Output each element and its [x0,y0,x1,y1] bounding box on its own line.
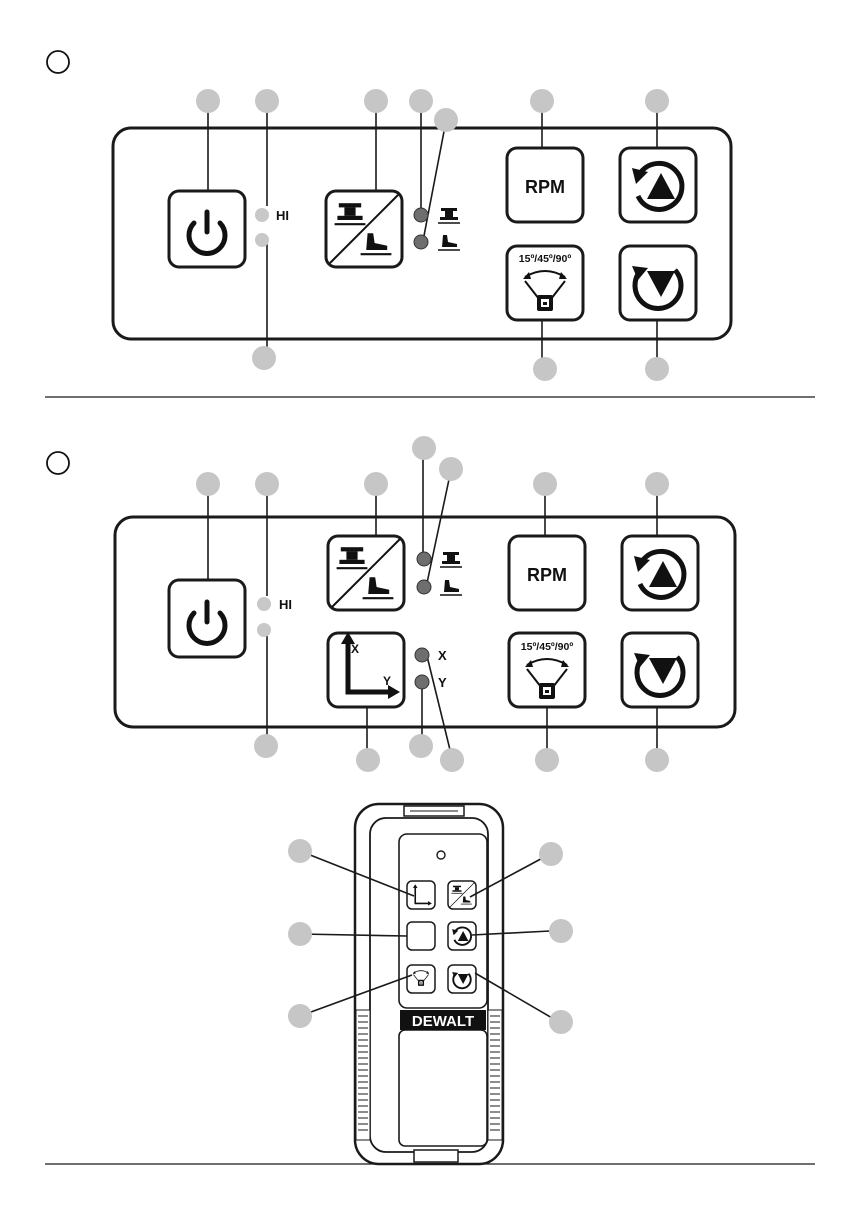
axis-x-label: X [351,642,359,656]
led-hi-b [257,597,271,611]
remote-rotate-down-button[interactable] [448,965,476,993]
rotate-up-button-a[interactable] [620,148,696,222]
scan-angle-button-a[interactable]: 15º/45º/90º [507,246,583,320]
led-power-b [257,623,271,637]
remote-rpm-button[interactable] [407,922,435,950]
figure-a-marker [47,51,69,73]
hi-label-b: HI [279,597,292,612]
figure-a: HI RPM 15º/45º/90º [47,51,731,381]
rpm-label-a: RPM [525,177,565,197]
led-y-label: Y [438,675,447,690]
brand-logo: DEWALT [400,1010,486,1030]
led-y-axis [415,675,429,689]
figure-b-marker [47,452,69,474]
led-grade-tilt-a [414,235,428,249]
angle-label-b: 15º/45º/90º [521,641,574,653]
rotate-up-button-b[interactable] [622,536,698,610]
grip-ribs-right [488,1010,502,1140]
rpm-button-a[interactable]: RPM [507,148,583,222]
remote-control: DEWALT [288,804,573,1164]
rpm-label-b: RPM [527,565,567,585]
led-hi-a [255,208,269,222]
angle-label-a: 15º/45º/90º [519,253,572,265]
led-x-axis [415,648,429,662]
led-grade-up-a [414,208,428,222]
grip-ribs-left [356,1010,370,1140]
led-grade-up-b [417,552,431,566]
hi-label-a: HI [276,208,289,223]
rpm-button-b[interactable]: RPM [509,536,585,610]
axis-y-label: Y [383,674,391,688]
led-x-label: X [438,648,447,663]
power-button-a[interactable] [169,191,245,267]
power-button-b[interactable] [169,580,245,657]
remote-rotate-up-button[interactable] [448,922,476,950]
led-grade-tilt-b [417,580,431,594]
rotate-down-button-b[interactable] [622,633,698,707]
grade-mode-button-b[interactable] [328,536,404,610]
grade-mode-button-a[interactable] [326,191,402,267]
scan-angle-button-b[interactable]: 15º/45º/90º [509,633,585,707]
figure-b: HI X Y X Y RPM 15º/45º/90º [47,436,735,772]
remote-scan-angle-button[interactable] [407,965,435,993]
rotate-down-button-a[interactable] [620,246,696,320]
remote-led [437,851,445,859]
remote-grade-mode-button[interactable] [448,881,476,909]
led-power-a [255,233,269,247]
brand-name: DEWALT [412,1013,474,1030]
axis-button-b[interactable]: X Y [328,632,404,707]
